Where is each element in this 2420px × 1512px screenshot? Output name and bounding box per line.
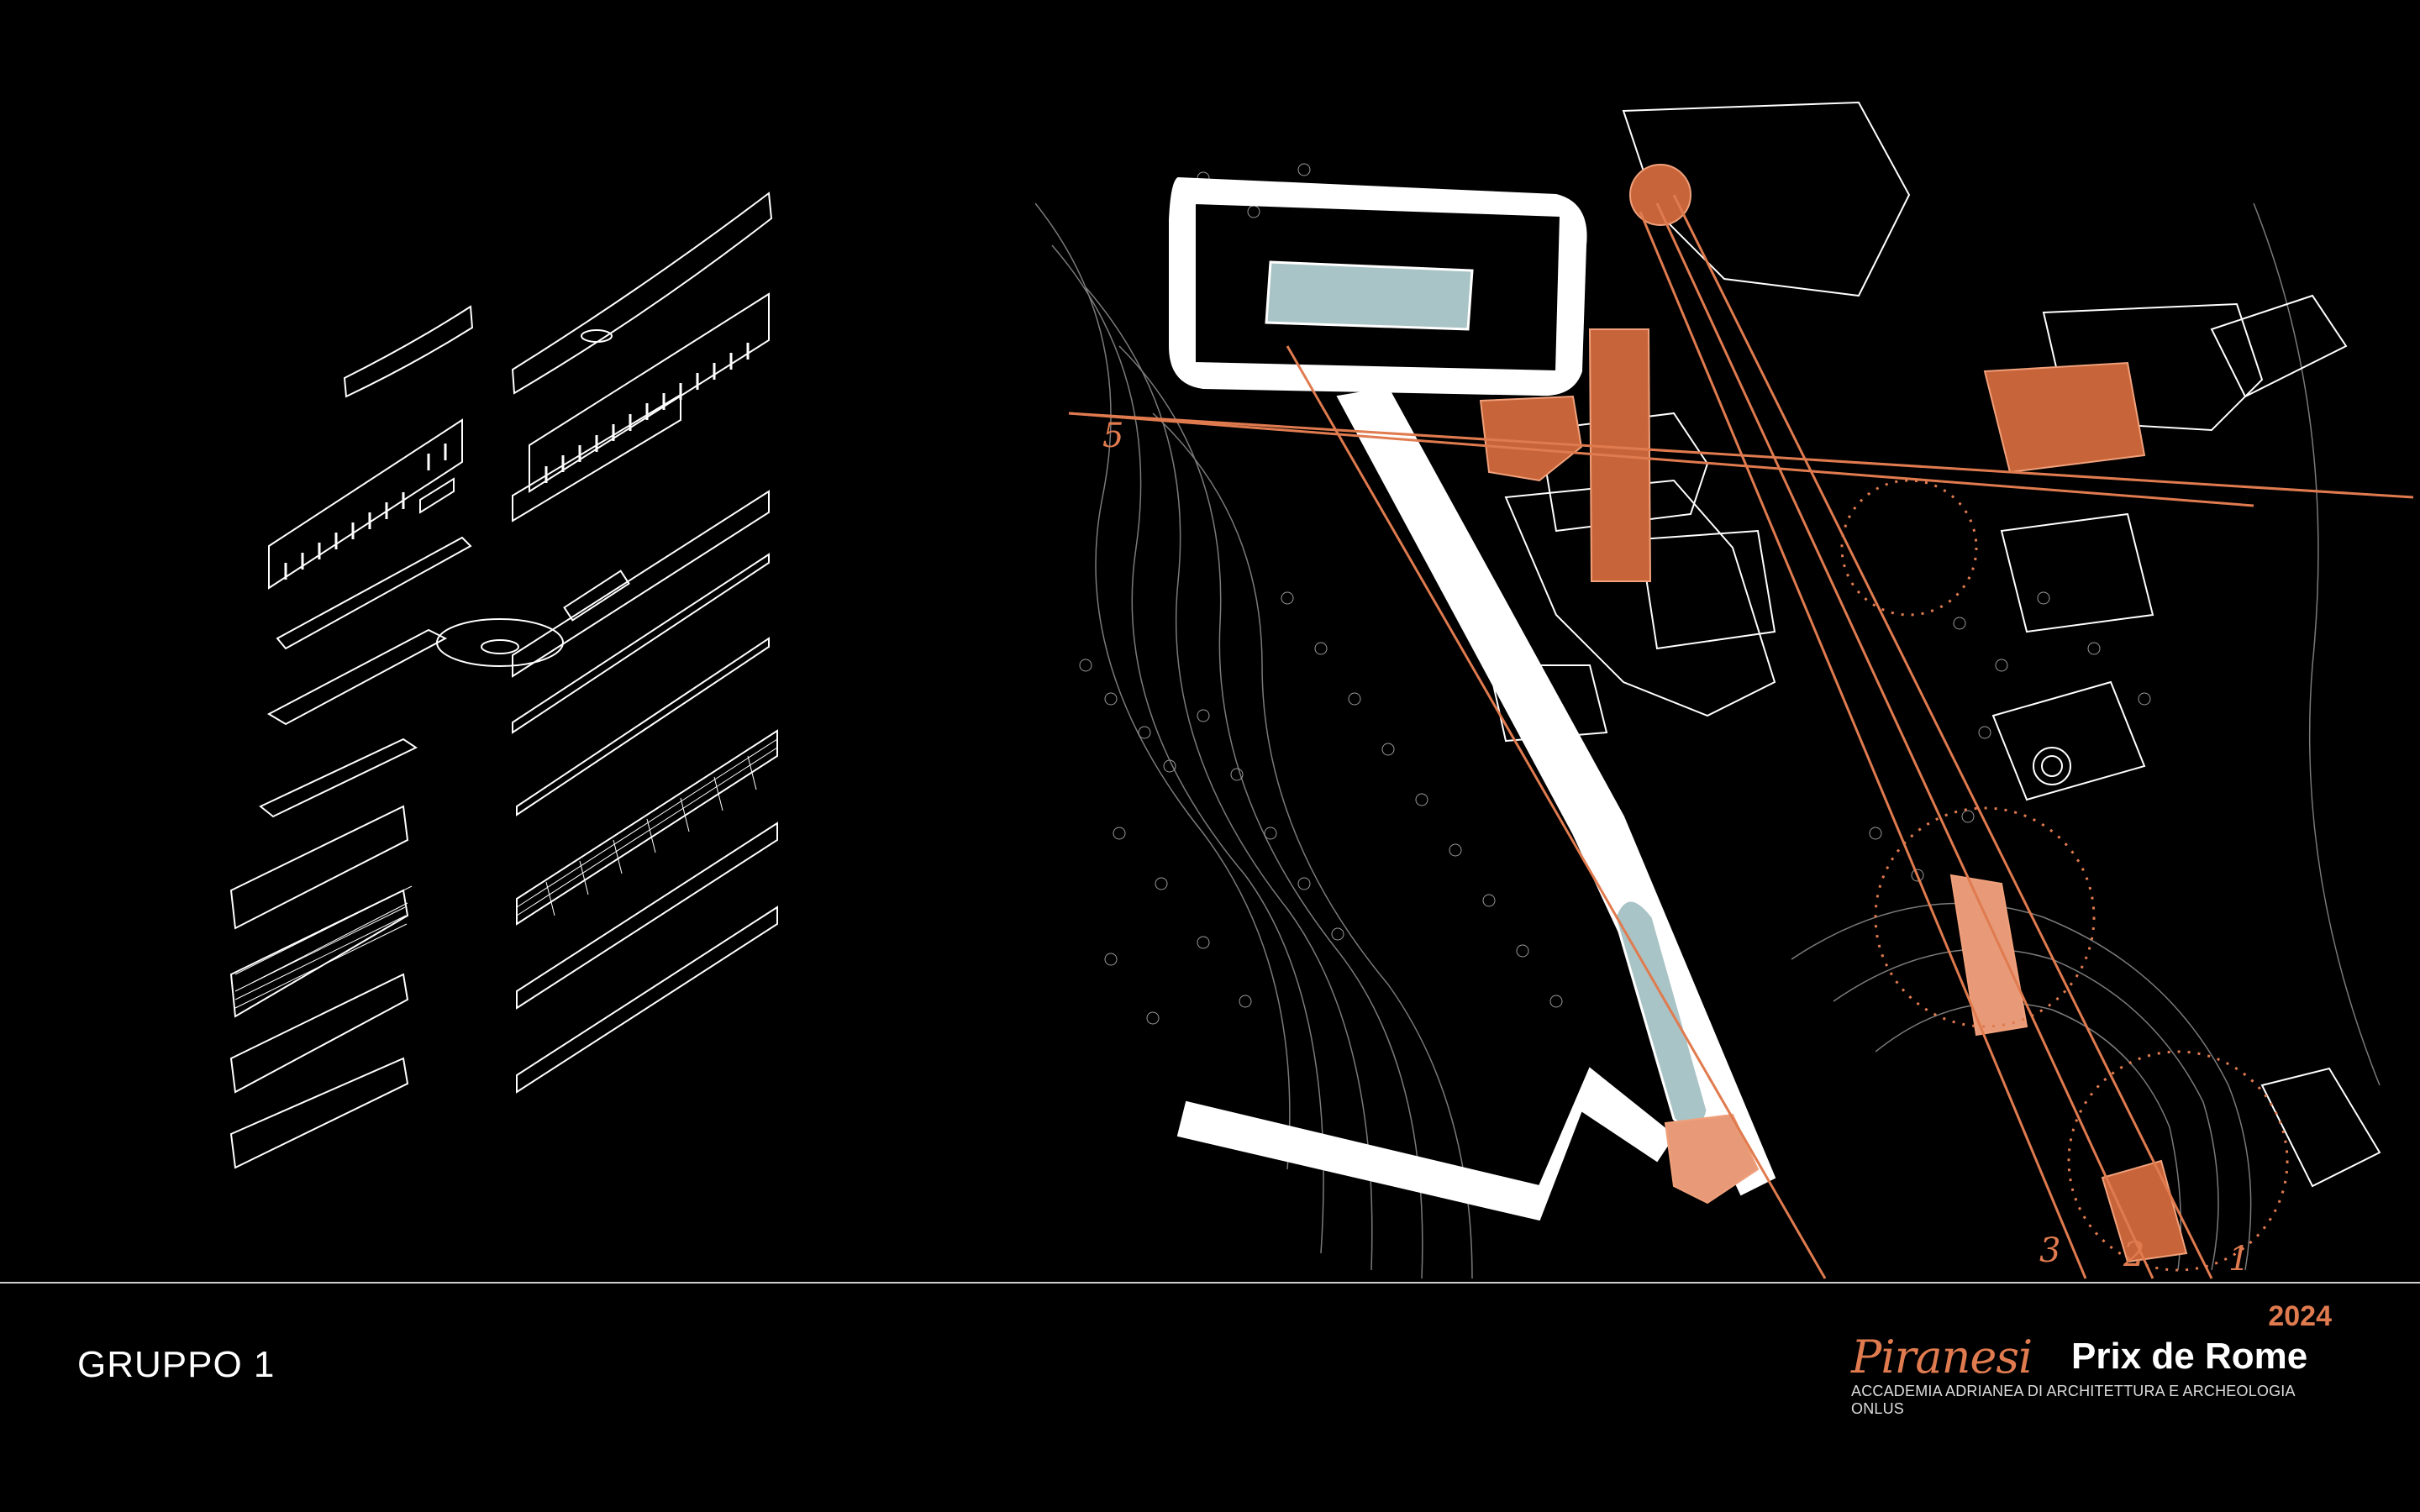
axo-slab-right-1: [512, 490, 770, 678]
axo-walls-right-upper: [529, 292, 770, 493]
axis-line: [1068, 412, 2254, 507]
axo-plate-left-2: [229, 805, 409, 930]
axo-roof-left: [343, 305, 474, 398]
contour-line: [1051, 244, 1324, 1254]
dotted-influence-circle: [1840, 479, 1978, 617]
axo-plate-left-3: [229, 889, 409, 1018]
axo-plate-left-4: [229, 973, 409, 1094]
highlight-building-a: [1479, 395, 1583, 482]
building-outline: [1538, 412, 1709, 533]
logo-script-name: Piranesi: [1851, 1331, 2033, 1383]
building-outline: [2260, 1067, 2381, 1188]
site-plan-drawing: 5 3 2 1: [1035, 101, 2414, 1279]
highlight-building-d: [1949, 874, 2028, 1037]
axo-plate-right-3: [516, 822, 778, 1010]
axo-grid-right: [516, 730, 778, 916]
logo-subtitle: ACCADEMIA ADRIANEA DI ARCHITETTURA E ARC…: [1851, 1383, 2295, 1417]
axo-slab-right-2: [512, 553, 770, 734]
logo-title: Prix de Rome: [2071, 1336, 2308, 1377]
highlight-building-c: [1983, 361, 2146, 474]
axis-label: 1: [2228, 1240, 2249, 1278]
dotted-influence-circle: [1874, 806, 2096, 1028]
contour-line: [1833, 948, 2219, 1271]
contour-line: [1118, 345, 1423, 1279]
bottom-divider-line: [0, 1282, 2420, 1284]
axis-line: [1672, 194, 2213, 1279]
axis-label: 3: [2039, 1231, 2060, 1270]
group-label: GRUPPO 1: [77, 1344, 276, 1385]
logo-year: 2024: [2268, 1300, 2332, 1332]
building-outline: [2210, 294, 2348, 398]
central-complex: [1504, 479, 1776, 717]
axo-plate-right-4: [516, 906, 778, 1094]
axo-window-marks-left: [284, 444, 447, 580]
building-outline: [1991, 680, 2146, 801]
piranesi-prix-de-rome-logo: 2024 Piranesi Prix de Rome ACCADEMIA ADR…: [1844, 1294, 2349, 1417]
contour-line: [1152, 412, 1473, 1279]
axo-plate-right-1: [516, 637, 770, 816]
axo-wall-block-left: [419, 477, 455, 514]
dotted-influence-circle: [2067, 1050, 2289, 1272]
contour-line: [1791, 902, 2252, 1271]
axo-roof-oculus: [581, 329, 613, 343]
serapeum: [1664, 1113, 1760, 1205]
axis-line: [1639, 211, 2087, 1279]
axis-label: 5: [1102, 417, 1123, 455]
axo-plaza-center: [481, 639, 519, 654]
building-outline: [2000, 512, 2154, 633]
pecile-pool: [1265, 260, 1474, 331]
exploded-axonometric: [229, 192, 778, 1169]
axo-walls-left: [268, 418, 463, 590]
site-plan: 5 3 2 1: [1035, 77, 2420, 1280]
roundabout: [2033, 747, 2071, 785]
axo-roof-right: [511, 192, 773, 395]
contour-line: [1085, 286, 1373, 1271]
contour-line: [2253, 202, 2381, 1086]
contour-line: [1875, 1002, 2182, 1271]
axo-window-marks-right: [544, 343, 750, 483]
axo-circular-plaza: [436, 618, 564, 667]
axo-box-right: [563, 570, 630, 622]
axo-plate-left-1: [259, 738, 418, 818]
axo-walls-right-lower: [512, 393, 681, 522]
axis-line: [1655, 202, 2154, 1279]
axo-slab-left-2: [266, 628, 448, 726]
axis-line: [1068, 412, 2414, 499]
axo-plate-left-5: [229, 1057, 409, 1169]
teatro-marittimo: [1629, 164, 1691, 226]
contour-line: [1035, 202, 1291, 1170]
lower-left-arm: [1176, 1067, 1676, 1221]
pecile-enclosure: [1169, 176, 1587, 396]
axo-slab-left-1: [276, 536, 472, 650]
axis-label: 2: [2123, 1236, 2144, 1274]
axo-grid-left: [234, 885, 413, 1009]
roundabout: [2041, 755, 2063, 777]
axo-plate-right-2: [516, 729, 778, 926]
axis-line: [1286, 345, 1827, 1279]
building-outline: [1639, 529, 1776, 650]
